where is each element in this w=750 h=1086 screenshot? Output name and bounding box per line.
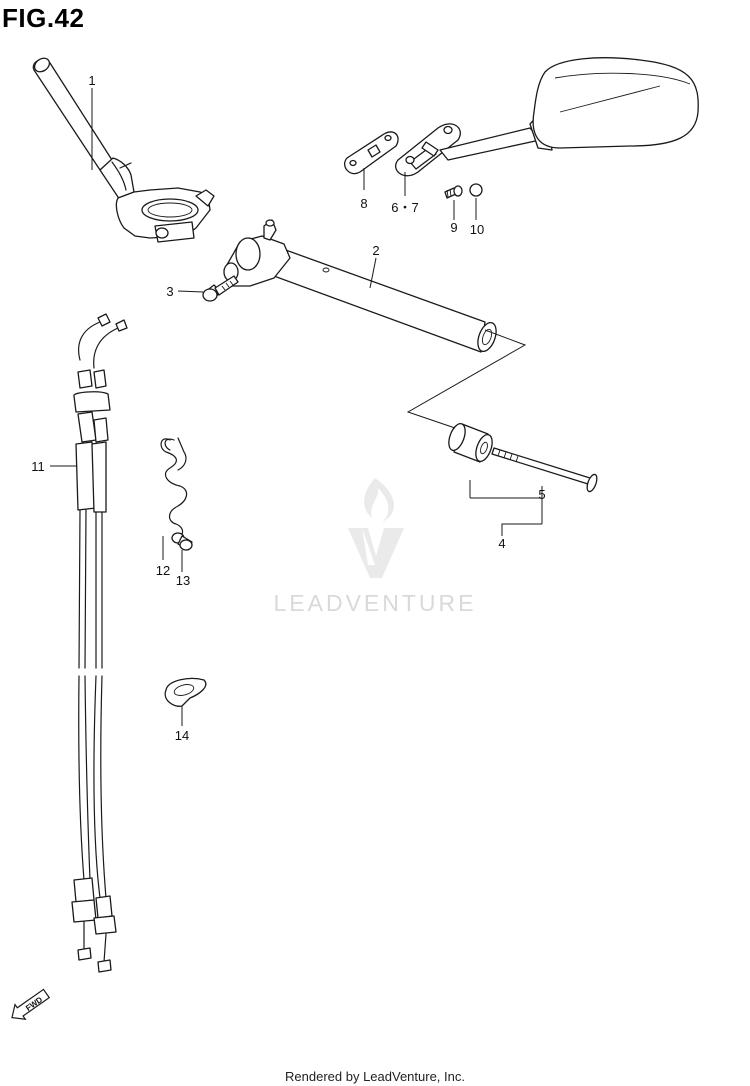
callout-11: 11 (31, 459, 45, 474)
screw-part-9 (444, 185, 463, 199)
callout-3: 3 (166, 284, 173, 299)
callout-1: 1 (88, 73, 95, 88)
callout-12: 12 (156, 563, 170, 578)
bolt-part-13 (171, 532, 193, 551)
callout-13: 13 (176, 573, 190, 588)
footer-credit: Rendered by LeadVenture, Inc. (285, 1069, 465, 1084)
callout-6-7: 6・7 (391, 200, 418, 215)
throttle-grip-pipe (223, 219, 497, 353)
bar-end-screw (491, 447, 598, 493)
clip-on-handlebar (32, 57, 215, 243)
callout-2: 2 (372, 243, 379, 258)
callout-10: 10 (470, 222, 484, 237)
callout-9: 9 (450, 220, 457, 235)
throttle-cables (71, 313, 128, 973)
callout-14: 14 (175, 728, 189, 743)
callout-8: 8 (360, 196, 367, 211)
bar-end-weight (448, 422, 493, 463)
callout-4: 4 (498, 536, 505, 551)
bolt-part-3 (202, 275, 239, 302)
mirror-plate-part-8 (344, 131, 399, 175)
rear-view-mirror (395, 57, 699, 177)
cap-part-10 (469, 183, 483, 197)
watermark-text: LEADVENTURE (274, 590, 477, 616)
cable-clamp-part-14 (164, 677, 207, 707)
watermark-logo (348, 478, 404, 578)
forward-direction-arrow-icon: FWD (11, 988, 51, 1021)
cable-guide-part-12 (160, 437, 188, 539)
callout-5: 5 (538, 487, 545, 502)
figure-title: FIG.42 (2, 3, 85, 33)
